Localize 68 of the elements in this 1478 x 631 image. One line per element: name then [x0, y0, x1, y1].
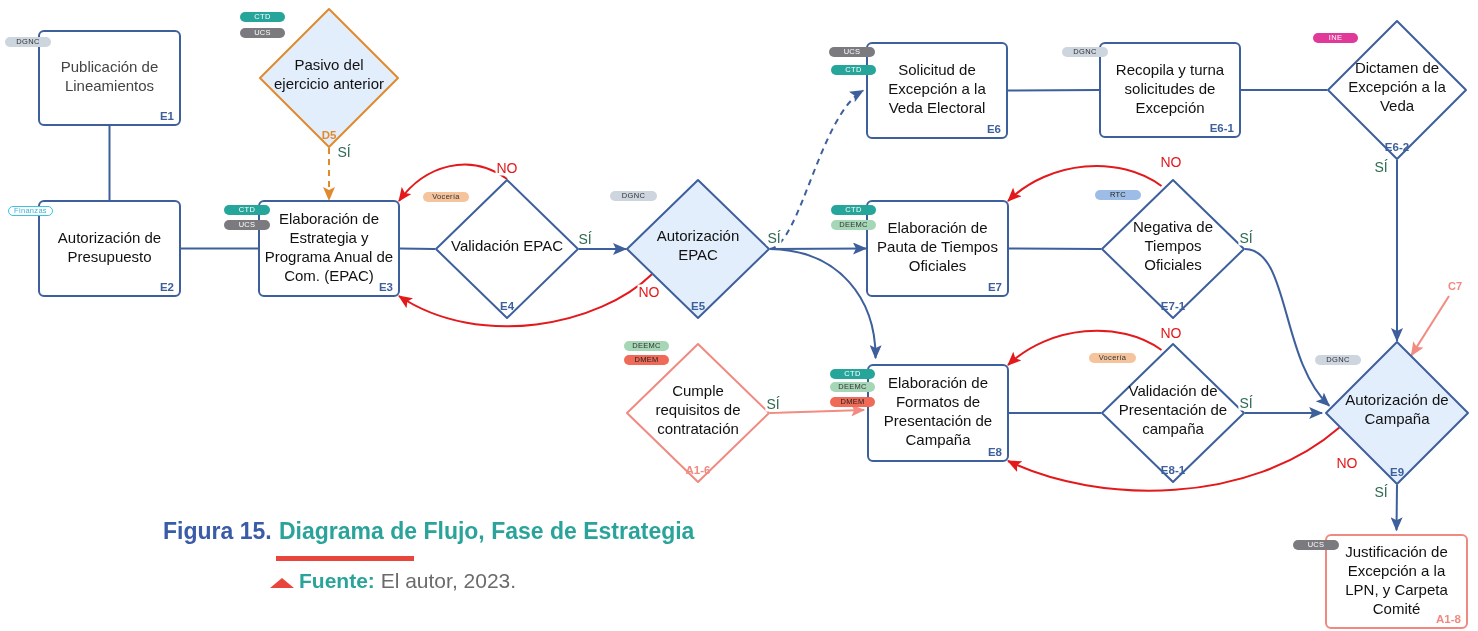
- edge-label: SÍ: [1238, 230, 1254, 246]
- edge-label: NO: [637, 284, 661, 300]
- step-text: Recopila y turna solicitudes de Excepción: [1114, 59, 1226, 117]
- figure-title: Diagrama de Flujo, Fase de Estrategia: [279, 518, 695, 545]
- edge-label: NO: [1159, 154, 1183, 170]
- step-text: Elaboración de Formatos de Presentación de Campaña: [882, 373, 994, 448]
- step-id: D5: [321, 129, 337, 142]
- connector-arrow: [1244, 407, 1324, 419]
- process-box: [1099, 42, 1241, 138]
- step-text: Publicación de Lineamientos: [59, 57, 160, 95]
- step-text: Validación de Presentación de campaña: [1117, 380, 1229, 438]
- edge-label: SÍ: [1373, 484, 1389, 500]
- edge-label: NO: [495, 160, 519, 176]
- connector-arrow: [1410, 295, 1450, 357]
- process-box: [866, 42, 1008, 139]
- connector-arrow: [1391, 159, 1403, 342]
- process-box: [38, 30, 181, 126]
- step-text: Autorización de Presupuesto: [56, 227, 163, 266]
- connector-arrow: [1007, 329, 1163, 366]
- connector-arrow: [1390, 484, 1403, 532]
- step-id: A1-8: [1436, 613, 1461, 626]
- connector-arrow: [398, 273, 653, 328]
- step-text: Dictamen de Excepción a la Veda: [1347, 57, 1447, 115]
- connector-arrow: [1007, 426, 1341, 492]
- edge-label: SÍ: [765, 396, 781, 412]
- step-text: Solicitud de Excepción a la Veda Electoral: [887, 60, 987, 117]
- edge-label: NO: [1159, 325, 1183, 341]
- connector-arrow: [1007, 165, 1163, 202]
- step-text: Cumple requisitos de contratación: [654, 380, 742, 438]
- step-text: Autorización EPAC: [655, 226, 741, 264]
- step-id: E4: [499, 300, 515, 313]
- step-id: E6-2: [1384, 141, 1410, 154]
- step-id: E9: [1389, 466, 1405, 479]
- reference-label: C7: [1440, 280, 1470, 296]
- step-id: E5: [690, 300, 706, 313]
- decision-diamond: [1325, 341, 1469, 485]
- step-id: E6: [986, 123, 1001, 136]
- connector-arrow: [769, 248, 881, 360]
- connector-arrow: [323, 147, 335, 201]
- connector-arrow: [769, 404, 866, 417]
- connector-arrow: [398, 163, 508, 202]
- connector-arrow: [1244, 248, 1331, 407]
- step-text: Negativa de Tiempos Oficiales: [1131, 216, 1215, 274]
- edge-label: SÍ: [336, 144, 352, 160]
- connector-arrow: [769, 89, 865, 250]
- source-caption: Fuente: El autor, 2023.: [299, 569, 517, 593]
- step-text: Autorización de Campaña: [1344, 390, 1450, 428]
- step-text: Validación EPAC: [450, 235, 564, 255]
- process-box: [866, 200, 1009, 297]
- step-id: E2: [159, 281, 174, 294]
- step-id: E8: [987, 446, 1002, 459]
- figure-number: Figura 15.: [163, 518, 272, 545]
- edge-label: SÍ: [1238, 395, 1254, 411]
- step-id: E7: [987, 281, 1002, 294]
- edge-label: SÍ: [1373, 159, 1389, 175]
- edge-label: SÍ: [577, 231, 593, 247]
- step-id: E1: [159, 110, 174, 123]
- decision-diamond: [1327, 20, 1467, 160]
- step-text: Elaboración de Pauta de Tiempos Oficiales: [876, 218, 999, 275]
- edge-label: SÍ: [766, 230, 782, 246]
- step-id: E6-1: [1209, 122, 1234, 135]
- process-box: [1325, 534, 1468, 629]
- process-box: [867, 364, 1009, 462]
- connector-arrow: [578, 243, 627, 255]
- step-text: Pasivo del ejercicio anterior: [273, 55, 385, 93]
- process-box: [258, 200, 400, 297]
- step-id: E3: [378, 281, 393, 294]
- edge-label: NO: [1335, 455, 1359, 471]
